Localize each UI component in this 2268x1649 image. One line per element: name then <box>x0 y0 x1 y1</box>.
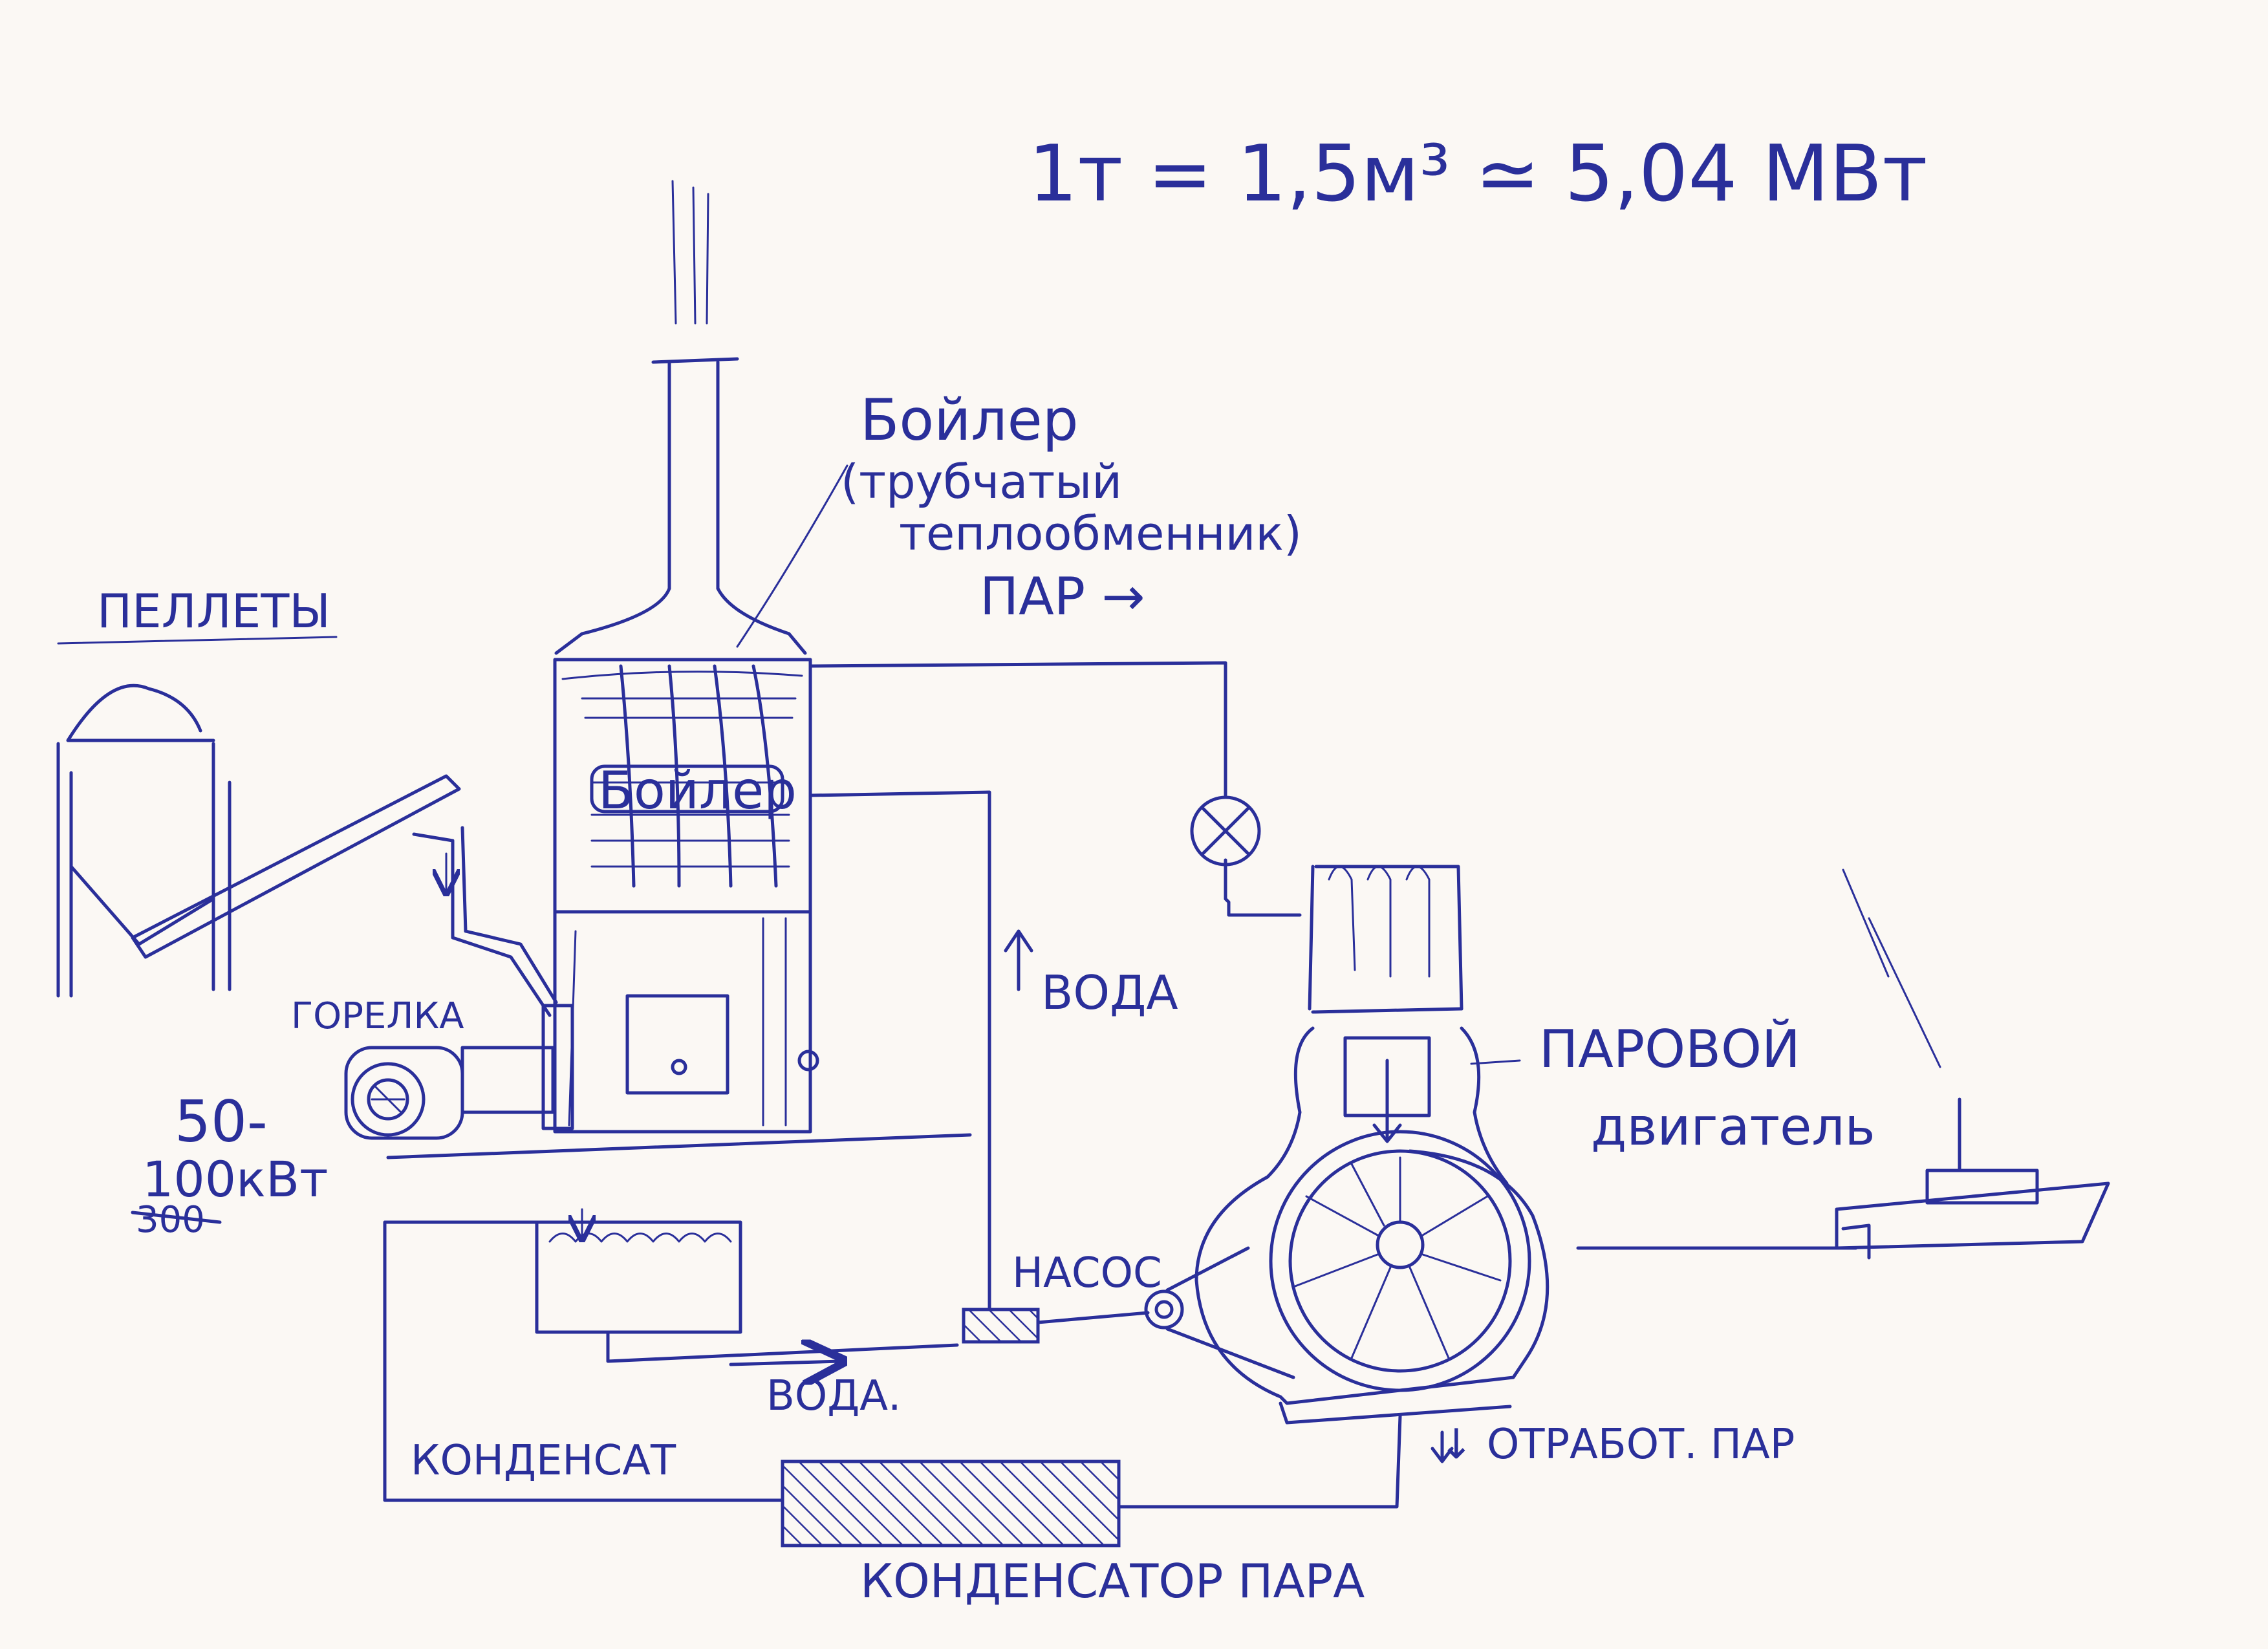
exhaust-steam-pipe <box>1117 1414 1402 1509</box>
water-up-label: ВОДА <box>1041 965 1178 1020</box>
exhaust-steam-label: ↓ ОТРАБОТ. ПАР <box>1439 1421 1795 1469</box>
exhaust-arrow <box>1431 1430 1454 1463</box>
pump-label: НАСОС <box>1012 1249 1162 1297</box>
pellets-label: ПЕЛЛЕТЫ <box>97 584 330 638</box>
pump-drive-belt <box>1036 1311 1150 1324</box>
burner <box>344 1004 574 1140</box>
burner-label: ГОРЕЛКА <box>291 995 464 1037</box>
steam-condenser-label: КОНДЕНСАТОР ПАРА <box>860 1554 1365 1608</box>
ship <box>1835 1097 2110 1260</box>
water-label: ВОДА. <box>766 1372 901 1420</box>
steam-engine-label-2: двигатель <box>1591 1097 1875 1157</box>
power-label-2: 100кВт <box>142 1150 328 1208</box>
water-up-arrow <box>1004 929 1033 991</box>
steam-valve <box>1190 795 1261 867</box>
energy-formula: 1т = 1,5м³ ≃ 5,04 МВт <box>1028 129 1928 219</box>
water-tank <box>535 1208 959 1363</box>
boiler-desc-1: (трубчатый <box>841 455 1122 509</box>
steam-pipe <box>808 661 1302 917</box>
condensate-pipe <box>383 1220 784 1502</box>
steam-engine-label-1: ПАРОВОЙ <box>1539 1018 1800 1079</box>
steam-engine <box>1144 865 1550 1425</box>
boiler-inner-label: Бойлер <box>598 760 797 821</box>
power-strikethrough <box>131 1211 222 1224</box>
boiler: Бойлер <box>553 658 819 1134</box>
condensate-label: КОНДЕНСАТ <box>411 1437 676 1485</box>
boiler-title: Бойлер <box>860 387 1079 453</box>
water-flow-arrow <box>729 1361 841 1364</box>
steam-condenser <box>781 1460 1121 1547</box>
power-label-1: 50- <box>175 1088 268 1155</box>
feed-water-pipe <box>808 790 991 1311</box>
base-line <box>386 1133 972 1159</box>
sketch-stroke <box>1842 868 1941 1068</box>
chimney <box>554 180 807 655</box>
steam-label: ПАР → <box>980 566 1145 627</box>
boiler-leader-line <box>736 464 848 648</box>
pellet-conveyor <box>131 774 558 1017</box>
pump <box>962 1308 1040 1344</box>
boiler-desc-2: теплообменник) <box>899 506 1302 561</box>
pellets-underline <box>57 636 338 645</box>
pellet-silo <box>56 684 232 998</box>
steam-engine-leader <box>1470 1059 1521 1065</box>
